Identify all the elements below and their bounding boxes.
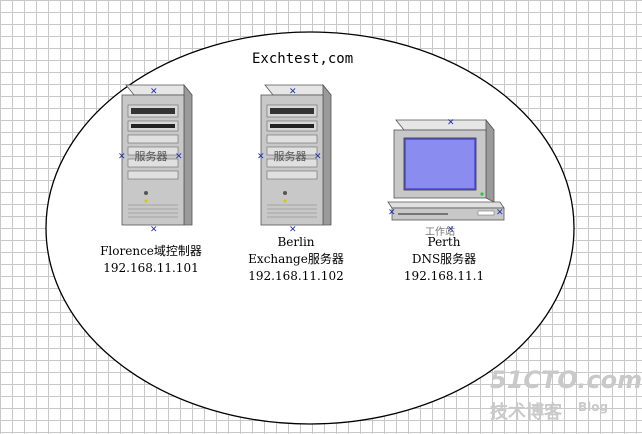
selection-handle[interactable]: ✕: [447, 118, 455, 128]
selection-handle[interactable]: ✕: [118, 152, 126, 162]
workstation-perth-icon[interactable]: [387, 118, 505, 221]
selection-handle[interactable]: ✕: [314, 152, 322, 162]
selection-handle[interactable]: ✕: [257, 152, 265, 162]
selection-handle[interactable]: ✕: [289, 87, 297, 97]
selection-handle[interactable]: ✕: [447, 225, 455, 235]
watermark-blog: Blog: [578, 400, 609, 414]
server-florence-icon[interactable]: [121, 83, 193, 226]
selection-handle[interactable]: ✕: [388, 208, 396, 218]
node-overlay-label: 服务器: [273, 150, 307, 163]
node-ip-label: 192.168.11.1: [403, 269, 485, 283]
selection-handle[interactable]: ✕: [496, 208, 504, 218]
node-role-label: DNS服务器: [411, 252, 477, 266]
node-ip-label: 192.168.11.102: [248, 269, 344, 283]
network-diagram-canvas: [45, 31, 575, 425]
node-role-label: Exchange服务器: [248, 252, 344, 266]
watermark-logo: 51CTO.com: [490, 366, 642, 394]
node-name-label: Florence域控制器: [100, 244, 202, 258]
domain-title: Exchtest,com: [252, 51, 354, 67]
node-name-label: Berlin: [277, 235, 315, 249]
watermark-subtitle: 技术博客: [490, 402, 562, 423]
node-overlay-label: 工作站: [425, 227, 455, 238]
node-name-label: Perth: [427, 235, 461, 249]
selection-handle[interactable]: ✕: [150, 87, 158, 97]
selection-handle[interactable]: ✕: [150, 225, 158, 235]
selection-handle[interactable]: ✕: [289, 225, 297, 235]
selection-handle[interactable]: ✕: [175, 152, 183, 162]
node-ip-label: 192.168.11.101: [103, 261, 199, 275]
node-overlay-label: 服务器: [134, 150, 168, 163]
server-berlin-icon[interactable]: [260, 83, 332, 226]
